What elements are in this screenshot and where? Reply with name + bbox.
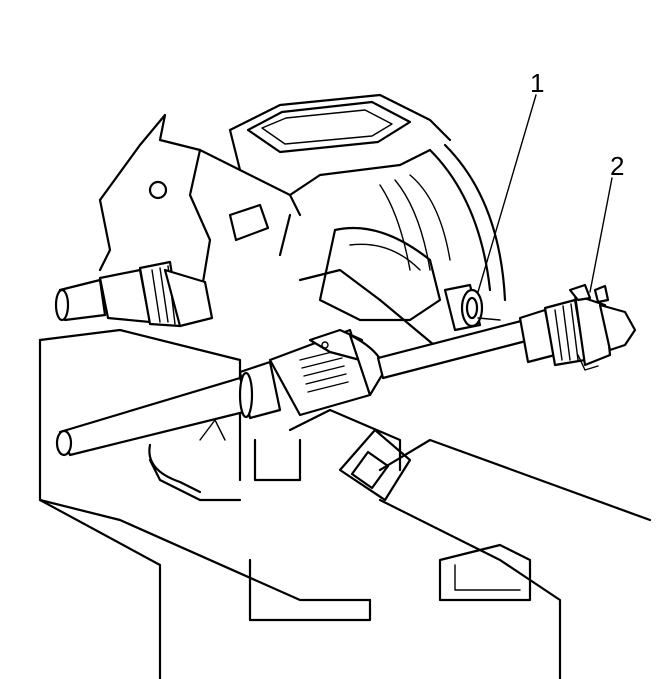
callout-2-label: 2 xyxy=(610,151,624,181)
callout-1-label: 1 xyxy=(530,68,544,98)
leader-line-2 xyxy=(589,177,613,293)
axle-seal xyxy=(443,283,501,332)
left-shaft xyxy=(54,260,214,328)
main-axle-shaft xyxy=(55,328,387,457)
outboard-cv-joint xyxy=(518,283,637,371)
leader-line-1 xyxy=(477,94,537,293)
transaxle-housing xyxy=(98,93,507,352)
leader-lines xyxy=(477,94,613,293)
lower-frame xyxy=(38,328,652,679)
